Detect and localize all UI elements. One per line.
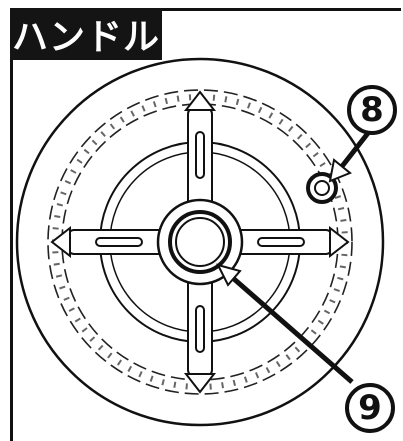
callout-9-label: 9	[358, 391, 382, 425]
callout-9: 9	[345, 383, 395, 433]
callout-8: 8	[347, 85, 397, 135]
callout-8-label: 8	[360, 93, 384, 127]
